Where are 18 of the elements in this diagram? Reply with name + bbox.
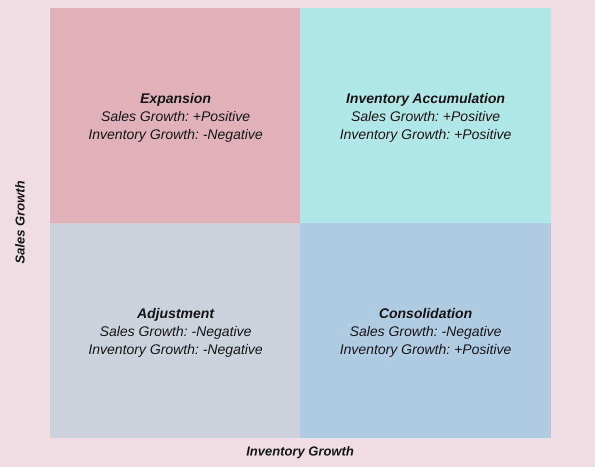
quadrant-description: Inventory Growth: +Positive — [340, 124, 512, 142]
quadrant-title: Inventory Accumulation — [346, 88, 505, 106]
quadrant-title: Adjustment — [137, 304, 214, 322]
quadrant-description: Sales Growth: +Positive — [350, 106, 500, 124]
quadrant-description: Sales Growth: -Negative — [350, 322, 502, 340]
quadrant-description: Inventory Growth: +Positive — [340, 340, 512, 358]
quadrant-panel — [50, 8, 301, 223]
quadrant-panel — [300, 223, 551, 438]
quadrant-title: Consolidation — [378, 304, 472, 322]
axis-label: Inventory Growth — [246, 442, 354, 460]
quadrant-title: Expansion — [140, 88, 211, 106]
quadrant-description: Inventory Growth: -Negative — [88, 340, 263, 358]
quadrant-description: Sales Growth: +Positive — [100, 106, 250, 124]
quadrant-description: Sales Growth: -Negative — [100, 322, 252, 340]
quadrant-panel — [50, 223, 301, 438]
axis-label: Sales Growth — [11, 180, 28, 264]
quadrant-description: Inventory Growth: -Negative — [88, 124, 263, 142]
quadrant-panel — [300, 8, 551, 223]
